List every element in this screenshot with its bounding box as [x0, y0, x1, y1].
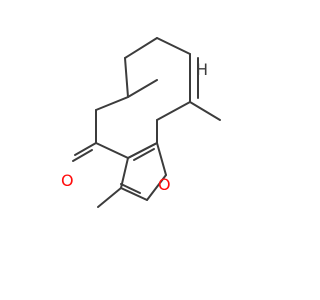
bond-c9-o-carbonyl [74, 142, 97, 156]
bond-furan-inner-double [133, 148, 155, 161]
bond-c8-c9 [95, 142, 129, 159]
bond-furan-c7-o [156, 142, 167, 176]
furan-oxygen-label: O [158, 175, 171, 194]
bond-c5-c6 [156, 101, 191, 121]
bond-group [72, 37, 221, 208]
bond-methyl-furan [97, 187, 122, 208]
carbonyl-oxygen-label: O [61, 171, 74, 190]
vinyl-hydrogen-label: H [196, 60, 208, 79]
bond-c10-c1 [95, 96, 129, 111]
bond-c2-c3 [124, 37, 158, 59]
bond-furan-c-c-double [120, 183, 141, 194]
bond-furan-c7-c8 [127, 142, 158, 159]
structure-diagram: O O H [61, 37, 221, 208]
bond-c1-c2 [124, 57, 129, 98]
bond-furan-c-c [120, 187, 148, 201]
bond-furan-c-c8 [120, 157, 129, 189]
bond-furan-o-c [146, 174, 167, 201]
bond-c9-o-carbonyl-double [72, 149, 93, 162]
bond-methyl-c1 [127, 79, 158, 98]
bond-c3-c4 [156, 37, 191, 55]
bond-methyl-c5 [189, 101, 221, 121]
molecule-canvas: O O H [61, 37, 221, 208]
